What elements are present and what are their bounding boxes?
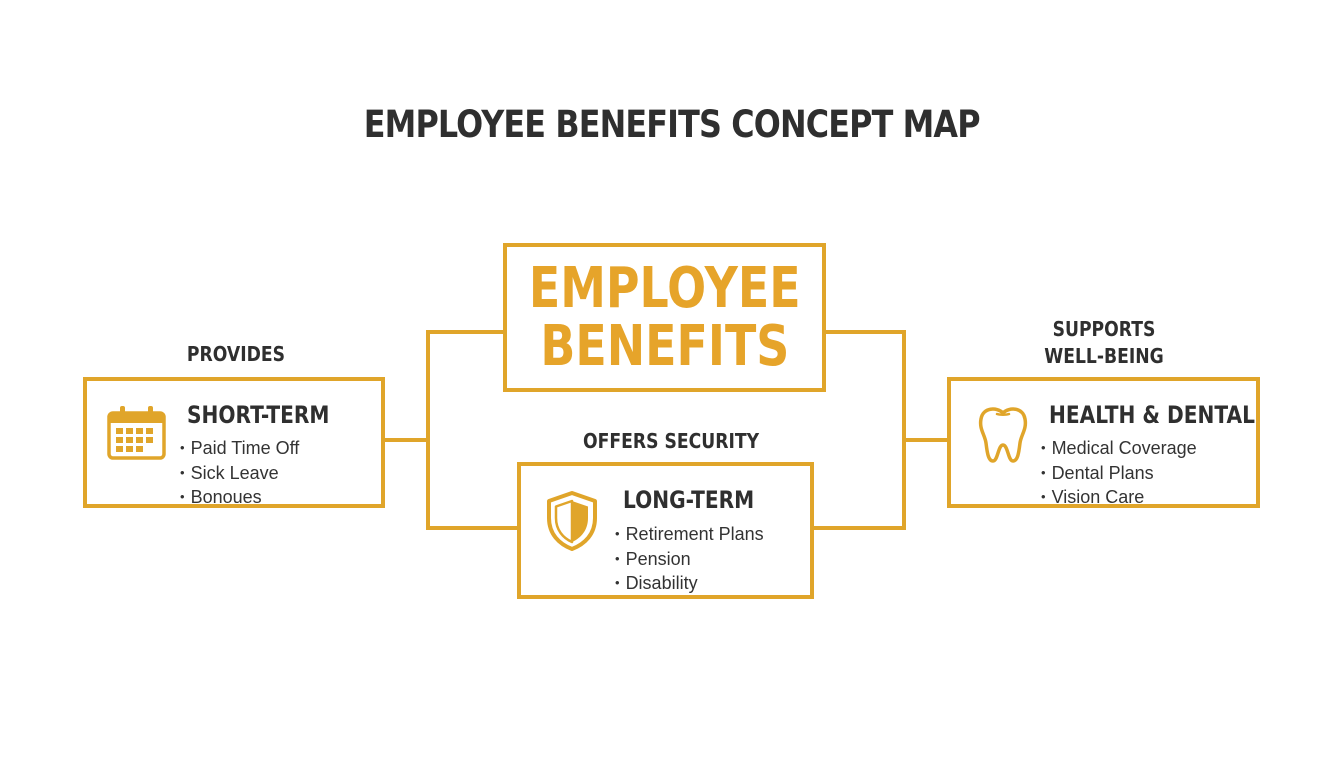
node-title-health-dental: HEALTH & DENTAL [1049, 401, 1256, 429]
node-health-dental: HEALTH & DENTAL Medical Coverage Dental … [947, 377, 1260, 508]
list-item: Sick Leave [180, 462, 299, 487]
relation-label-supports-well-being: SUPPORTS WELL-BEING [1035, 316, 1173, 370]
list-item: Disability [615, 572, 764, 597]
relation-label-line-1: SUPPORTS [1052, 317, 1156, 341]
short-term-item-list: Paid Time Off Sick Leave Bonoues [180, 437, 300, 511]
node-long-term: LONG-TERM Retirement Plans Pension Disab… [517, 462, 814, 599]
tooth-icon [978, 407, 1028, 463]
center-node-employee-benefits: EMPLOYEE BENEFITS [503, 243, 826, 392]
health-dental-item-list: Medical Coverage Dental Plans Vision Car… [1041, 437, 1197, 511]
center-title-line-1: EMPLOYEE [528, 255, 801, 321]
center-title-line-2: BENEFITS [539, 313, 790, 379]
page-title: EMPLOYEE BENEFITS CONCEPT MAP [363, 103, 981, 146]
node-title-short-term: SHORT-TERM [187, 401, 330, 429]
long-term-item-list: Retirement Plans Pension Disability [615, 523, 764, 597]
list-item: Medical Coverage [1041, 437, 1197, 462]
list-item: Paid Time Off [180, 437, 300, 462]
node-title-long-term: LONG-TERM [623, 486, 755, 514]
list-item: Dental Plans [1041, 462, 1197, 487]
calendar-icon [107, 406, 166, 460]
list-item: Pension [615, 548, 764, 573]
node-short-term: SHORT-TERM Paid Time Off Sick Leave Bono… [83, 377, 385, 508]
relation-label-provides: PROVIDES [186, 342, 286, 366]
connector-center-to-short-term [426, 330, 519, 530]
list-item: Retirement Plans [615, 523, 764, 548]
relation-label-offers-security: OFFERS SECURITY [583, 429, 760, 453]
connector-center-to-health [812, 330, 906, 530]
relation-label-line-2: WELL-BEING [1044, 344, 1164, 368]
list-item: Vision Care [1041, 486, 1197, 511]
shield-icon [547, 491, 597, 551]
list-item: Bonoues [180, 486, 299, 511]
